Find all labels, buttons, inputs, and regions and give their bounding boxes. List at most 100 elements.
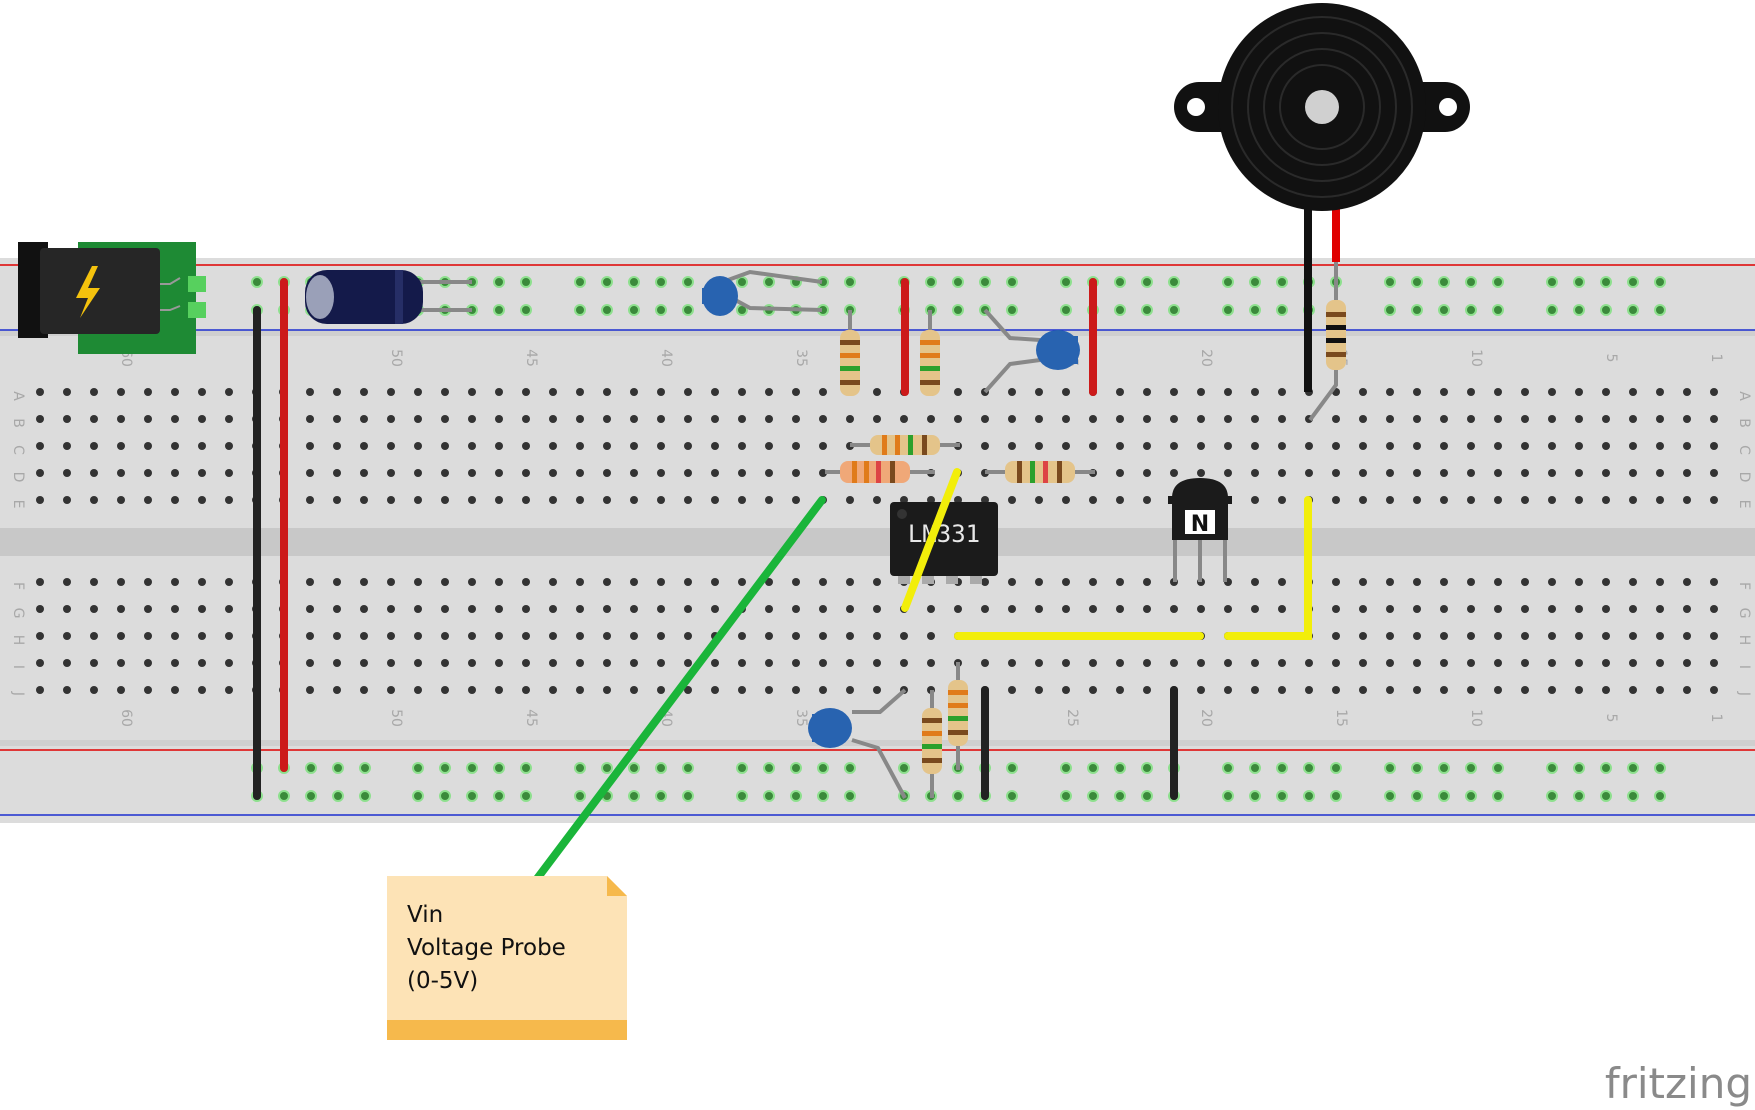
breadboard-hole (198, 632, 206, 640)
breadboard-hole (1629, 632, 1637, 640)
rail-hole (655, 790, 667, 802)
rail-hole (763, 790, 775, 802)
rail-hole (574, 790, 586, 802)
rail-hole (1573, 790, 1585, 802)
breadboard-hole (1170, 469, 1178, 477)
breadboard-hole (765, 442, 773, 450)
breadboard-hole (711, 496, 719, 504)
resistor-vertical-1[interactable] (840, 310, 860, 396)
breadboard-hole (1629, 415, 1637, 423)
breadboard-label: J (10, 691, 26, 696)
rail-hole (952, 276, 964, 288)
rail-hole (844, 790, 856, 802)
rail-hole (574, 304, 586, 316)
breadboard-label: G (1736, 608, 1752, 619)
breadboard-hole (1413, 388, 1421, 396)
ceramic-capacitor-bottom[interactable] (808, 688, 907, 799)
breadboard-hole (1548, 469, 1556, 477)
breadboard-hole (1116, 442, 1124, 450)
breadboard-hole (1521, 442, 1529, 450)
breadboard-hole (657, 686, 665, 694)
breadboard-hole (765, 605, 773, 613)
resistor-bottom-2[interactable] (948, 662, 968, 770)
breadboard-hole (1143, 578, 1151, 586)
rail-hole (1546, 276, 1558, 288)
breadboard-hole (1494, 496, 1502, 504)
breadboard-hole (1143, 605, 1151, 613)
rail-hole (655, 762, 667, 774)
rail-hole (952, 304, 964, 316)
rail-hole (1114, 762, 1126, 774)
breadboard-hole (765, 632, 773, 640)
breadboard-hole (1710, 659, 1718, 667)
rail-hole (1654, 762, 1666, 774)
rail-hole (1087, 790, 1099, 802)
breadboard-hole (1089, 578, 1097, 586)
breadboard-hole (1332, 605, 1340, 613)
breadboard-hole (819, 442, 827, 450)
resistor-horizontal-2[interactable] (825, 461, 935, 483)
resistor-buzzer[interactable] (1308, 262, 1346, 422)
breadboard-hole (1683, 686, 1691, 694)
breadboard-hole (225, 442, 233, 450)
resistor-bottom-1[interactable] (922, 690, 942, 798)
breadboard-label: 10 (1468, 349, 1484, 367)
ceramic-capacitor-top-right[interactable] (983, 308, 1080, 394)
breadboard-hole (468, 578, 476, 586)
breadboard-hole (1062, 659, 1070, 667)
resistor-vertical-2[interactable] (920, 310, 940, 396)
breadboard-hole (1548, 686, 1556, 694)
rail-hole (251, 276, 263, 288)
rail-hole (1222, 304, 1234, 316)
npn-transistor[interactable]: N (1168, 478, 1232, 582)
rail-hole (305, 762, 317, 774)
breadboard-hole (1143, 388, 1151, 396)
lm331-chip[interactable]: LM331 (890, 502, 998, 584)
breadboard-hole (1305, 442, 1313, 450)
breadboard-hole (1278, 496, 1286, 504)
breadboard-hole (1656, 632, 1664, 640)
breadboard-hole (36, 415, 44, 423)
breadboard-hole (1683, 388, 1691, 396)
dc-power-jack[interactable] (18, 242, 206, 354)
breadboard-hole (711, 415, 719, 423)
breadboard-hole (1467, 415, 1475, 423)
rail-hole (1303, 790, 1315, 802)
breadboard-hole (1278, 442, 1286, 450)
rail-hole (439, 790, 451, 802)
breadboard-label: 1 (1708, 354, 1724, 363)
breadboard-hole (630, 659, 638, 667)
breadboard-hole (306, 388, 314, 396)
breadboard-hole (1575, 469, 1583, 477)
piezo-buzzer[interactable] (1174, 3, 1470, 392)
breadboard-hole (738, 469, 746, 477)
breadboard-hole (1575, 388, 1583, 396)
rail-hole (655, 304, 667, 316)
breadboard-hole (1548, 659, 1556, 667)
wire-yellow-diagonal[interactable] (901, 468, 961, 612)
breadboard-hole (441, 415, 449, 423)
resistor-horizontal-3[interactable] (985, 461, 1095, 483)
rail-hole (1141, 790, 1153, 802)
breadboard-hole (63, 469, 71, 477)
voltage-probe-note[interactable]: Vin Voltage Probe (0-5V) (387, 876, 627, 1040)
breadboard-hole (441, 659, 449, 667)
resistor-horizontal-1[interactable] (850, 435, 960, 455)
ceramic-capacitor-top-left[interactable] (702, 269, 823, 316)
rail-hole (979, 276, 991, 288)
electrolytic-capacitor[interactable] (305, 270, 472, 324)
rail-hole (1492, 762, 1504, 774)
breadboard-hole (1548, 442, 1556, 450)
breadboard-hole (387, 659, 395, 667)
breadboard-hole (441, 496, 449, 504)
rail-hole (1141, 762, 1153, 774)
breadboard-hole (549, 469, 557, 477)
breadboard-hole (1251, 442, 1259, 450)
wire-green-probe[interactable] (532, 496, 826, 884)
wire-yellow-corner[interactable] (1224, 496, 1312, 640)
breadboard-hole (1602, 388, 1610, 396)
breadboard-hole (414, 605, 422, 613)
breadboard-hole (819, 578, 827, 586)
breadboard-hole (819, 632, 827, 640)
